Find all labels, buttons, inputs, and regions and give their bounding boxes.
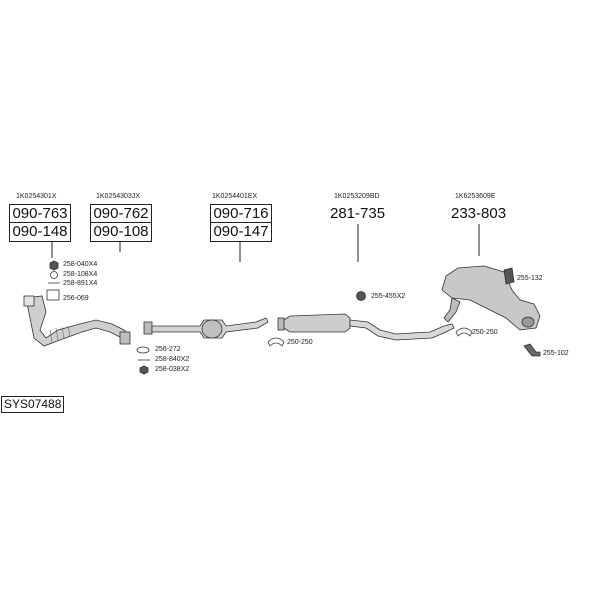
small-part-label[interactable]: 258-108X4 — [63, 271, 98, 278]
front-pipe-shape — [23, 295, 131, 347]
catalyst-pipe-shape — [143, 317, 269, 339]
small-part-label[interactable]: 255-455X2 — [371, 293, 406, 300]
gasket-icon — [46, 289, 60, 301]
small-part-label[interactable]: 258-040X4 — [63, 261, 98, 268]
oe-number: 1K0254301X — [16, 193, 57, 200]
small-part-label[interactable]: 250-250 — [472, 329, 498, 336]
small-part-label[interactable]: 250-250 — [287, 339, 313, 346]
part-number-box[interactable]: 090-716 — [210, 204, 272, 224]
part-number-box[interactable]: 090-108 — [90, 222, 152, 242]
small-part-label[interactable]: 258-038X2 — [155, 366, 190, 373]
part-number-box[interactable]: 090-147 — [210, 222, 272, 242]
oe-number: 1K0254401EX — [212, 193, 258, 200]
oe-number: 1K6253609E — [455, 193, 496, 200]
nut-icon — [139, 365, 149, 375]
washer-icon — [50, 271, 58, 279]
small-part-label[interactable]: 258-891X4 — [63, 280, 98, 287]
small-part-label[interactable]: 258-840X2 — [155, 356, 190, 363]
mid-pipe-shape — [277, 313, 455, 341]
gasket-ring-icon — [136, 346, 150, 354]
part-number-label[interactable]: 233-803 — [451, 205, 507, 222]
small-part-label[interactable]: 256-069 — [63, 295, 89, 302]
part-number-box[interactable]: 090-763 — [9, 204, 71, 224]
rear-silencer-shape — [441, 265, 541, 331]
clamp-icon — [455, 327, 473, 337]
system-code-label: SYS07488 — [1, 396, 65, 413]
rubber-mount-icon — [356, 291, 366, 301]
hardware-icons — [46, 260, 541, 375]
small-part-label[interactable]: 256-272 — [155, 346, 181, 353]
rubber-hanger-icon — [503, 267, 515, 285]
small-part-label[interactable]: 255-102 — [543, 350, 569, 357]
small-part-label[interactable]: 255-132 — [517, 275, 543, 282]
nut-icon — [49, 260, 59, 271]
clamp-icon — [267, 337, 285, 347]
oe-number: 1K0253209BD — [334, 193, 380, 200]
part-number-box[interactable]: 090-762 — [90, 204, 152, 224]
part-number-label[interactable]: 281-735 — [330, 205, 386, 222]
hanger-bracket-icon — [523, 343, 541, 357]
part-number-box[interactable]: 090-148 — [9, 222, 71, 242]
oe-number: 1K0254303JX — [96, 193, 140, 200]
